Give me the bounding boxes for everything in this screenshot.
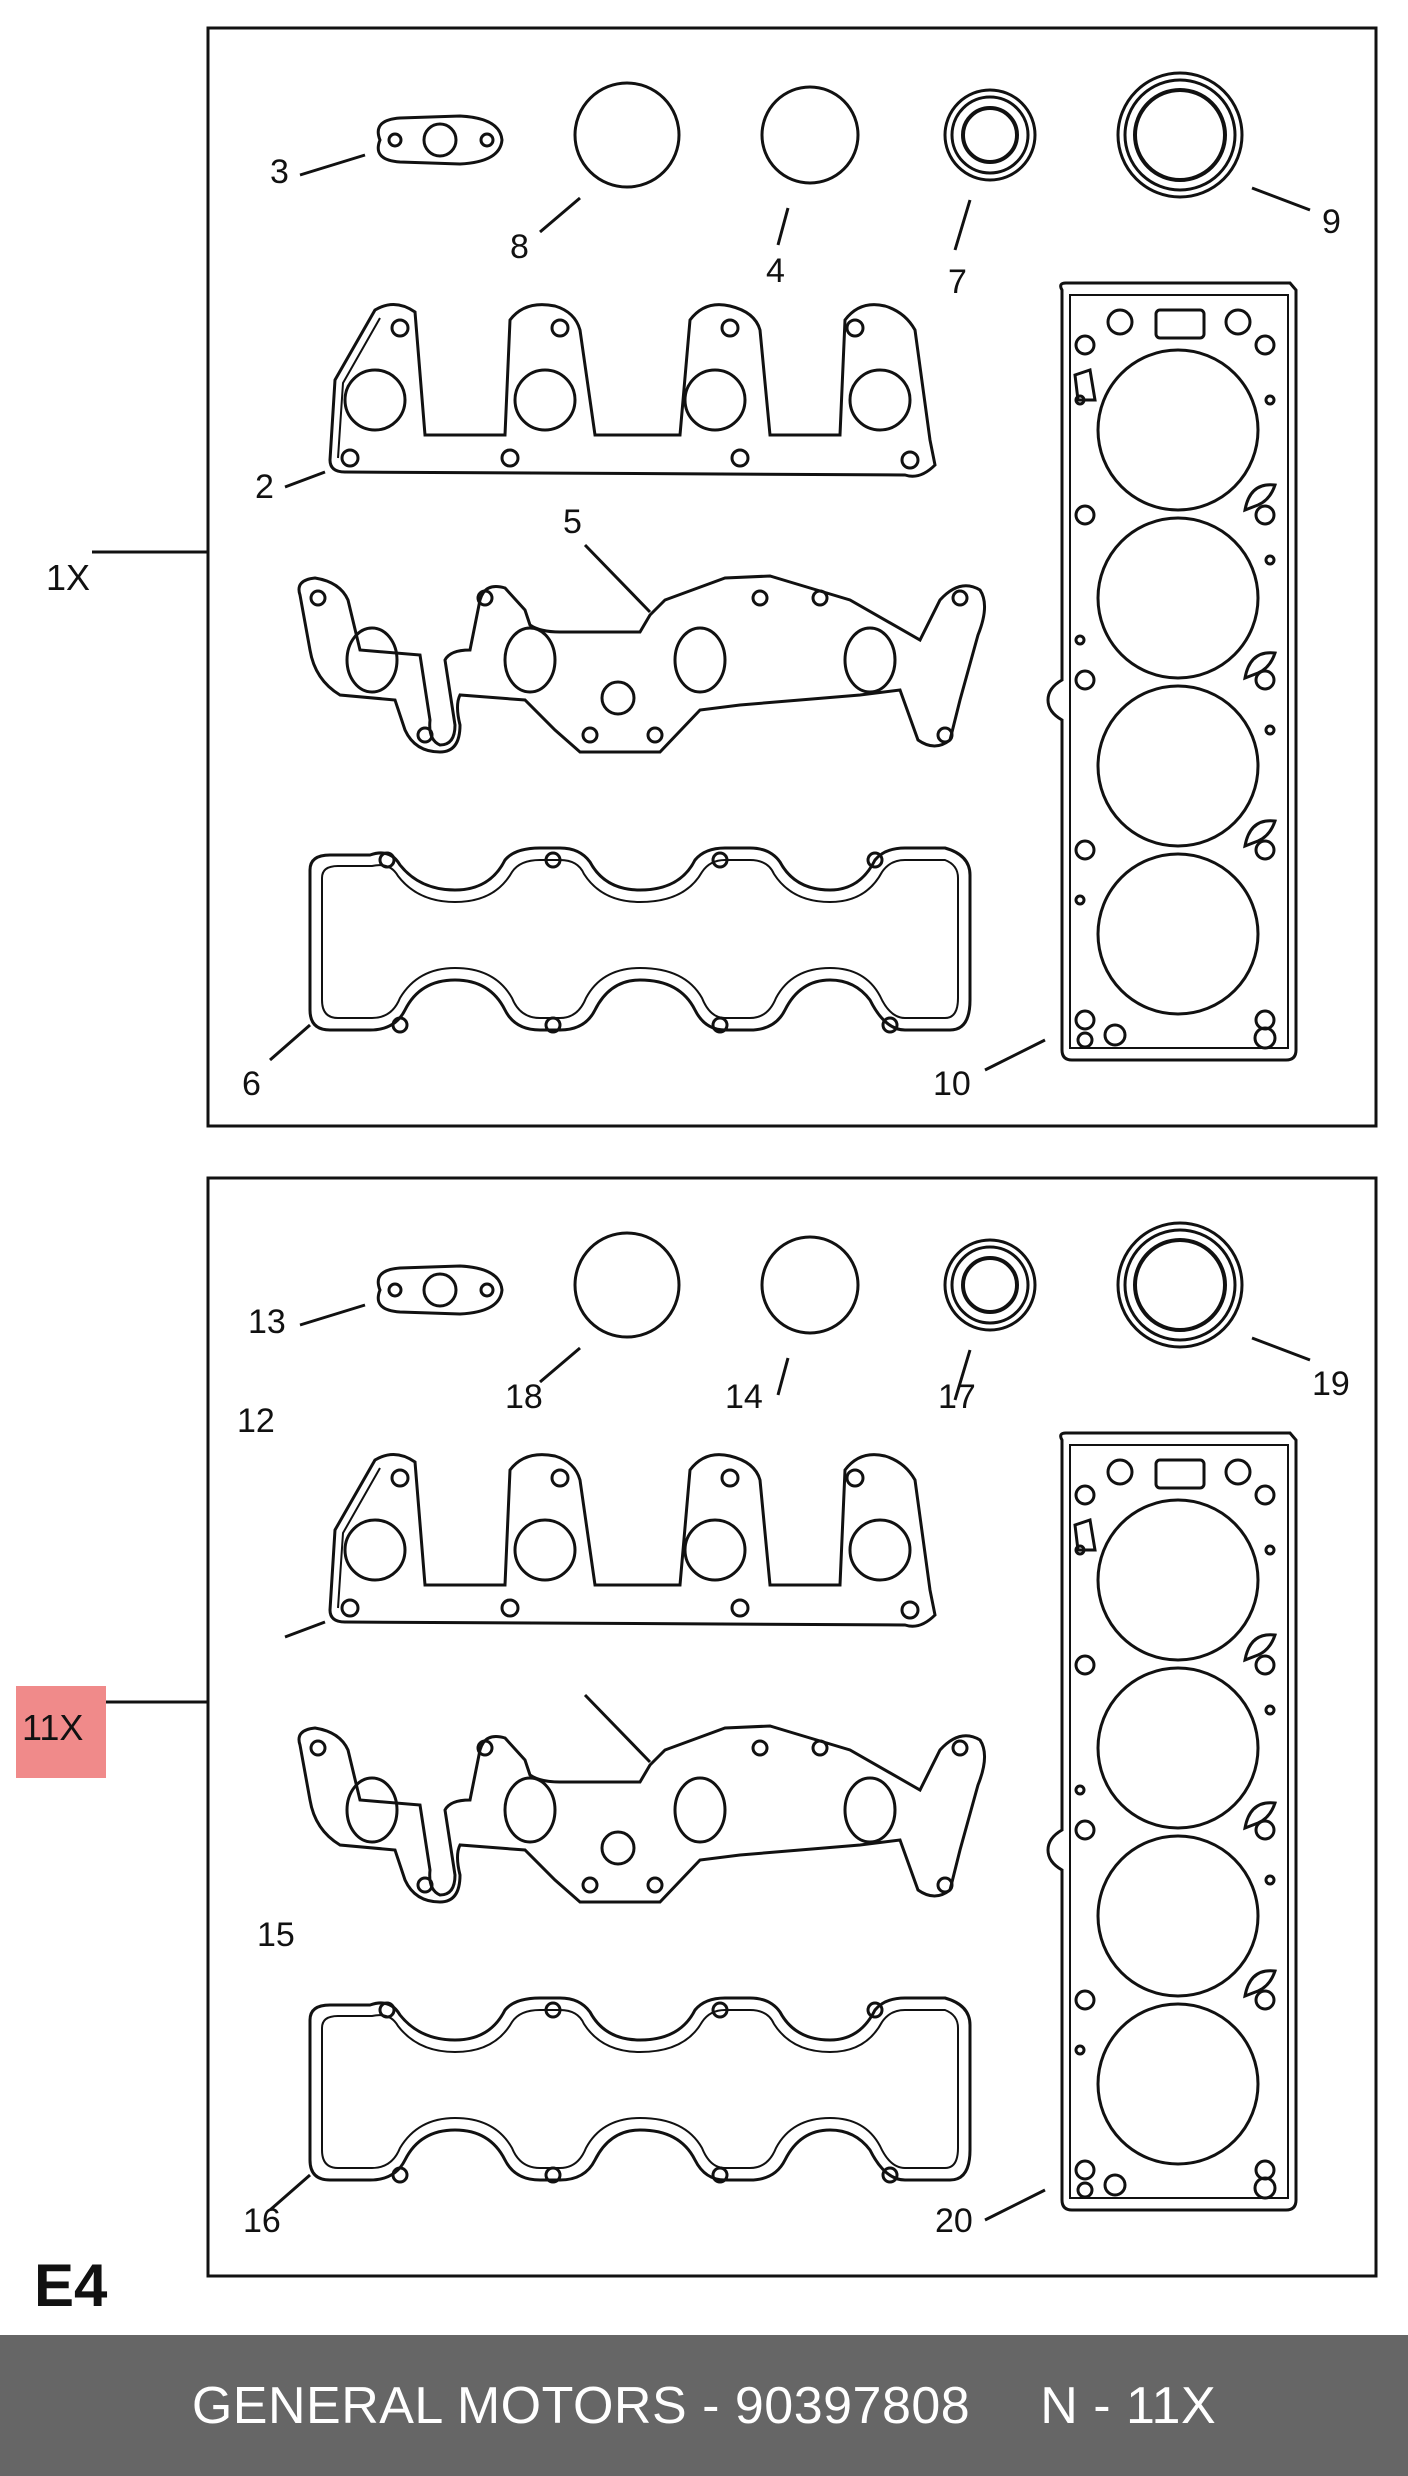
set-quantity-label: 11X <box>22 1707 83 1748</box>
callout-label: 3 <box>270 153 289 191</box>
quantity-note: N - 11X <box>1040 2376 1217 2435</box>
gasket-set-panel: 1X 3 8 4 7 9 2 5 6 10 <box>46 26 1378 1128</box>
gasket-set-art <box>90 26 1378 1128</box>
callout-label: 17 <box>938 1378 976 1416</box>
callout-label: 15 <box>257 1916 295 1954</box>
callout-label: 4 <box>766 252 785 290</box>
callout-label: 16 <box>243 2202 281 2240</box>
callout-label: 9 <box>1322 203 1341 241</box>
gasket-set-art <box>90 1176 1378 2278</box>
gasket-set-diagram: 1X 3 8 4 7 9 2 5 6 10 11X 13 18 14 17 19… <box>16 26 1378 2319</box>
gasket-set-panel: 11X 13 18 14 17 19 12 15 16 20 <box>16 1176 1378 2278</box>
callout-label: 6 <box>242 1065 261 1103</box>
set-quantity-label: 1X <box>46 557 90 598</box>
diagram-code: E4 <box>34 2252 108 2319</box>
callout-label: 14 <box>725 1378 763 1416</box>
callout-label: 7 <box>948 263 967 301</box>
callout-label: 12 <box>237 1402 275 1440</box>
callout-label: 20 <box>935 2202 973 2240</box>
callout-label: 2 <box>255 468 274 506</box>
callout-label: 13 <box>248 1303 286 1341</box>
brand-part-number: GENERAL MOTORS - 90397808 <box>191 2376 971 2435</box>
callout-label: 5 <box>563 503 582 541</box>
set-quantity-highlight <box>16 1686 106 1778</box>
footer-bar: GENERAL MOTORS - 90397808 N - 11X <box>0 2335 1408 2476</box>
callout-label: 10 <box>933 1065 971 1103</box>
callout-label: 8 <box>510 228 529 266</box>
callout-label: 18 <box>505 1378 543 1416</box>
callout-label: 19 <box>1312 1365 1350 1403</box>
